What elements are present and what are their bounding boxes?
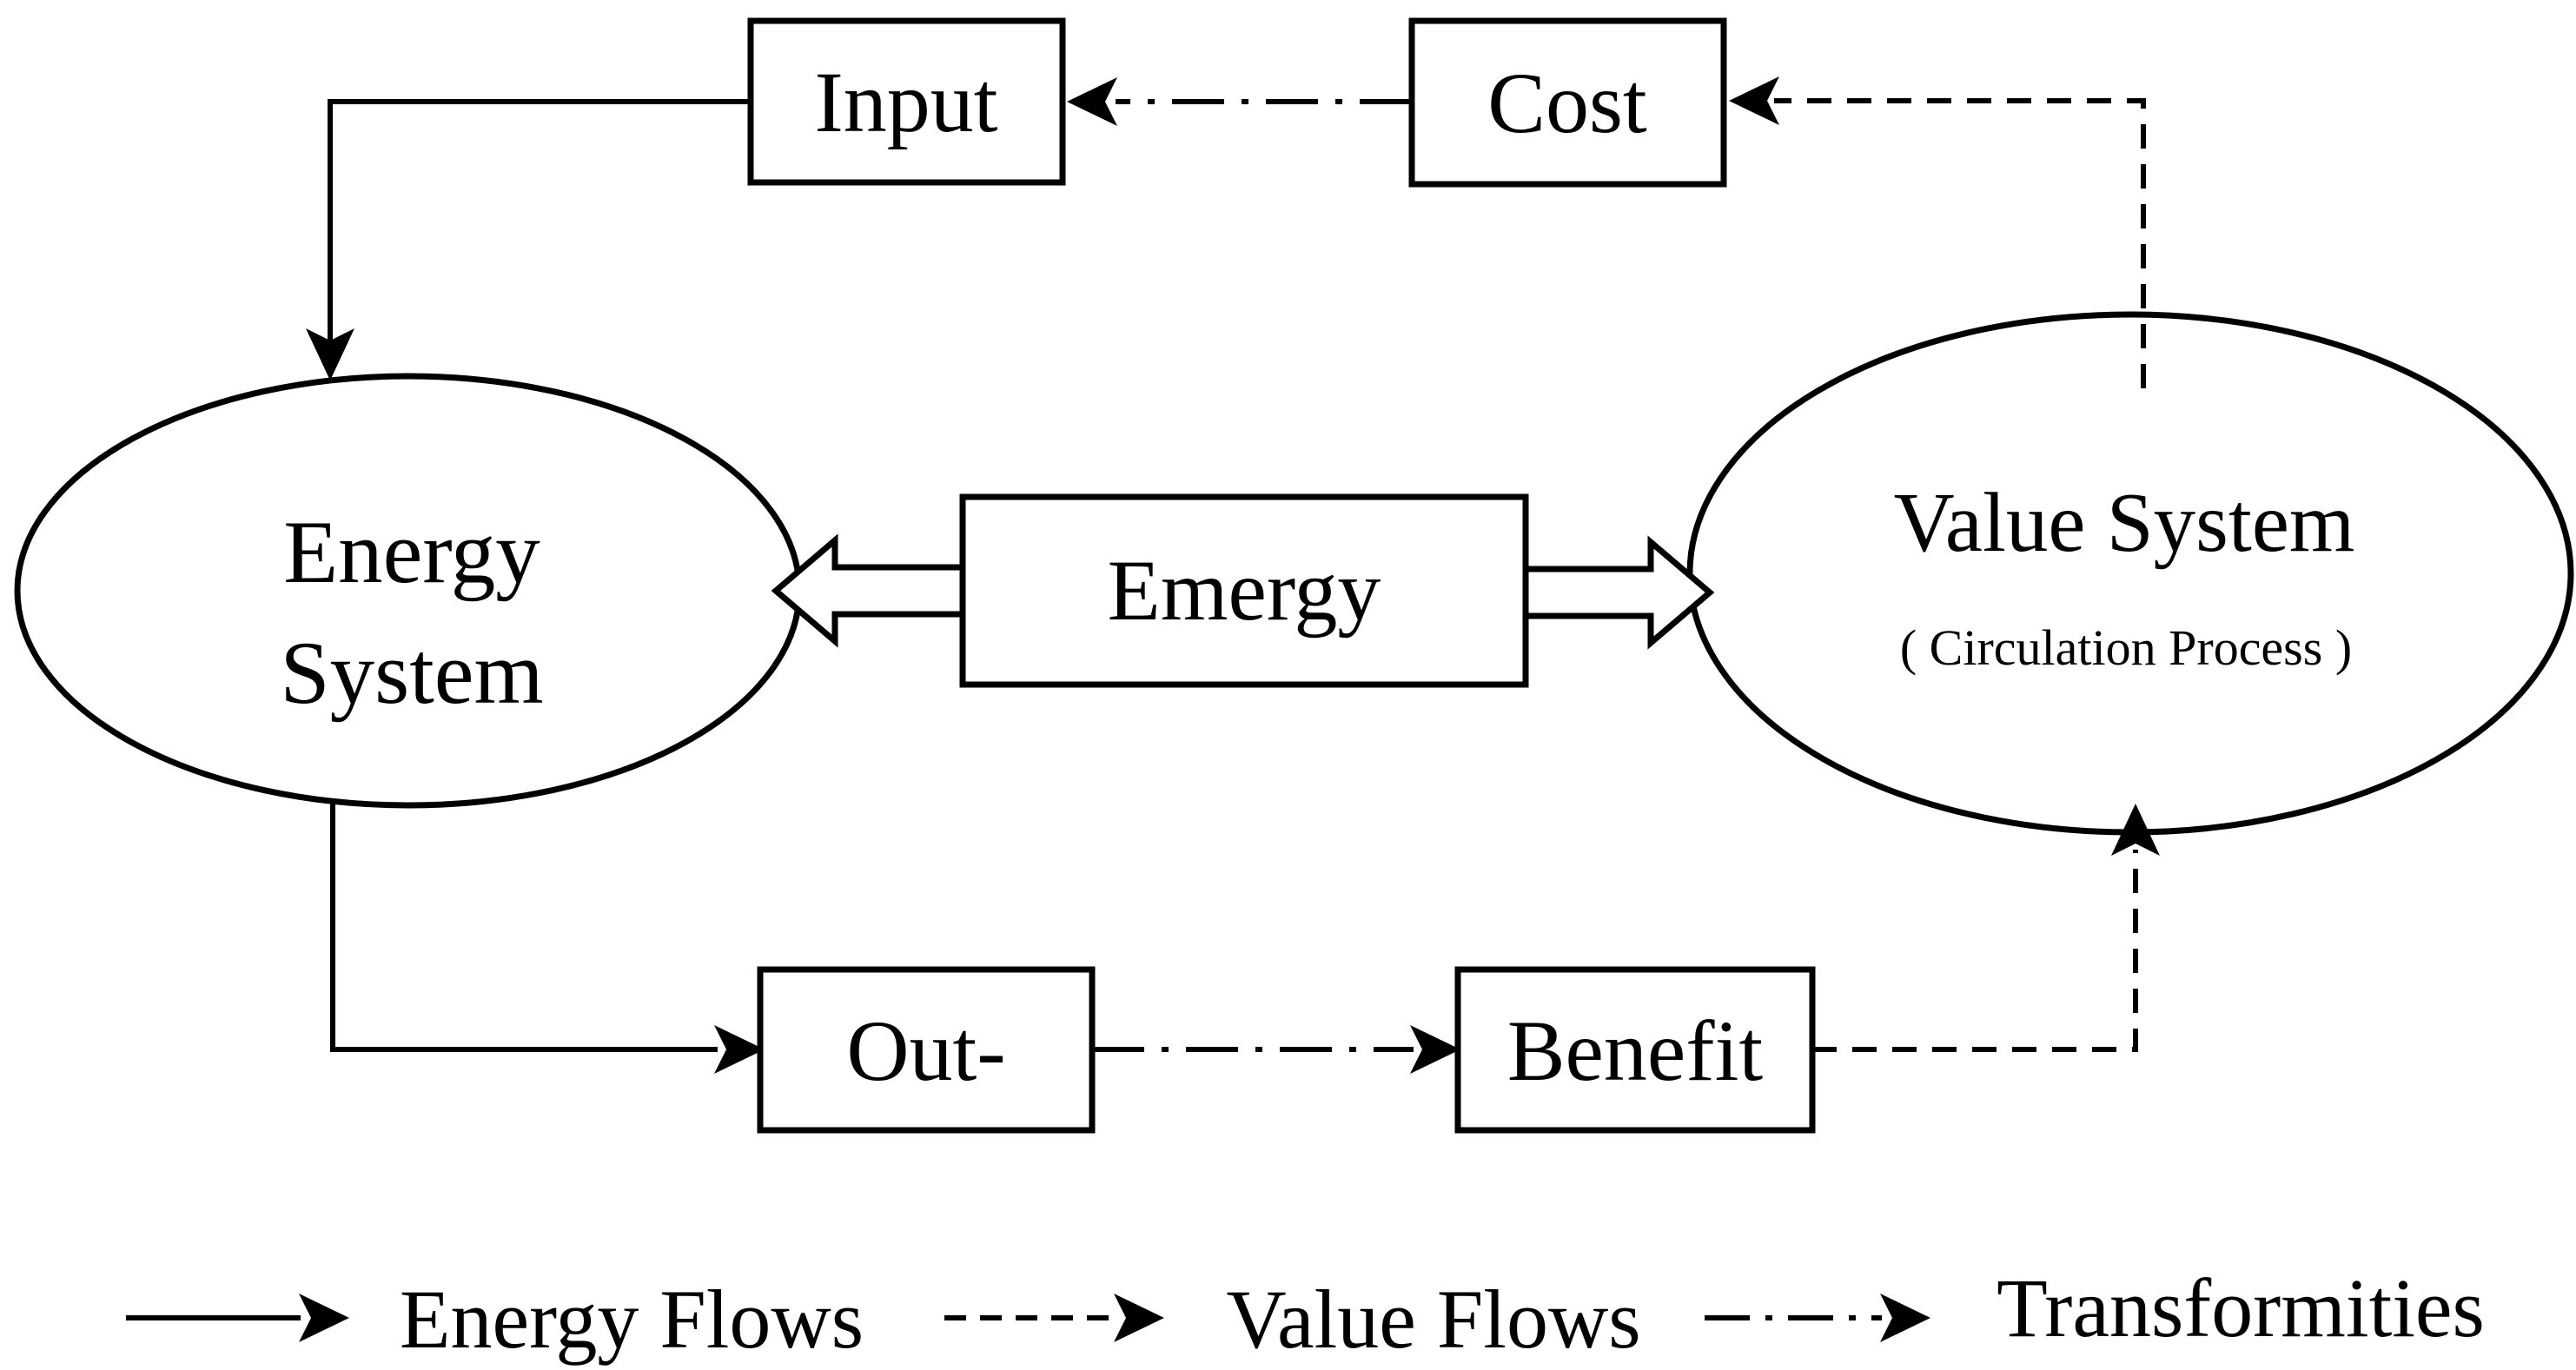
emergy-block-arrow-right — [1520, 535, 1715, 650]
out-box — [757, 966, 1096, 1134]
legend-energy-flows-label: Energy Flows — [400, 1273, 864, 1366]
arrowhead-up-icon — [2111, 804, 2160, 856]
value-system-label: Value System — [1894, 476, 2355, 569]
energy-system-label-line2: System — [280, 624, 543, 723]
benefit-box — [1454, 966, 1816, 1134]
edge-benefit-to-value — [1812, 804, 2160, 1052]
edge-input-to-energy — [306, 99, 751, 381]
value-system-ellipse — [1686, 311, 2574, 836]
emergy-label: Emergy — [1108, 542, 1381, 639]
arrowhead-left-icon — [1067, 77, 1117, 126]
edge-energy-to-out — [330, 801, 765, 1074]
cost-box — [1408, 17, 1727, 188]
arrowhead-right-icon — [714, 1025, 765, 1074]
emergy-block-arrow-left — [771, 533, 968, 648]
legend: Energy Flows Value Flows Transformities — [126, 1261, 2485, 1366]
edge-value-to-cost — [1729, 76, 2146, 388]
arrowhead-right-icon — [299, 1294, 349, 1342]
arrowhead-right-icon — [1880, 1294, 1930, 1342]
legend-value-flows-sample — [944, 1294, 1164, 1342]
legend-value-flows-label: Value Flows — [1226, 1273, 1640, 1366]
benefit-label: Benefit — [1507, 1003, 1764, 1099]
edge-cost-to-input — [1067, 77, 1412, 126]
edge-out-to-benefit — [1092, 1025, 1460, 1074]
arrowhead-left-icon — [1729, 76, 1779, 125]
cost-label: Cost — [1487, 55, 1647, 151]
legend-energy-flows-sample — [126, 1294, 349, 1342]
emergy-box — [959, 493, 1529, 688]
arrowhead-right-icon — [1410, 1025, 1460, 1074]
input-box — [747, 17, 1066, 186]
input-label: Input — [814, 54, 997, 150]
legend-transformities-sample — [1705, 1294, 1930, 1342]
arrowhead-down-icon — [306, 328, 354, 381]
value-system-sublabel: ( Circulation Process ) — [1900, 619, 2352, 676]
legend-transformities-label: Transformities — [1997, 1261, 2485, 1354]
out-label: Out- — [846, 1003, 1005, 1099]
energy-system-label-line1: Energy — [283, 503, 540, 602]
arrowhead-right-icon — [1114, 1294, 1164, 1342]
